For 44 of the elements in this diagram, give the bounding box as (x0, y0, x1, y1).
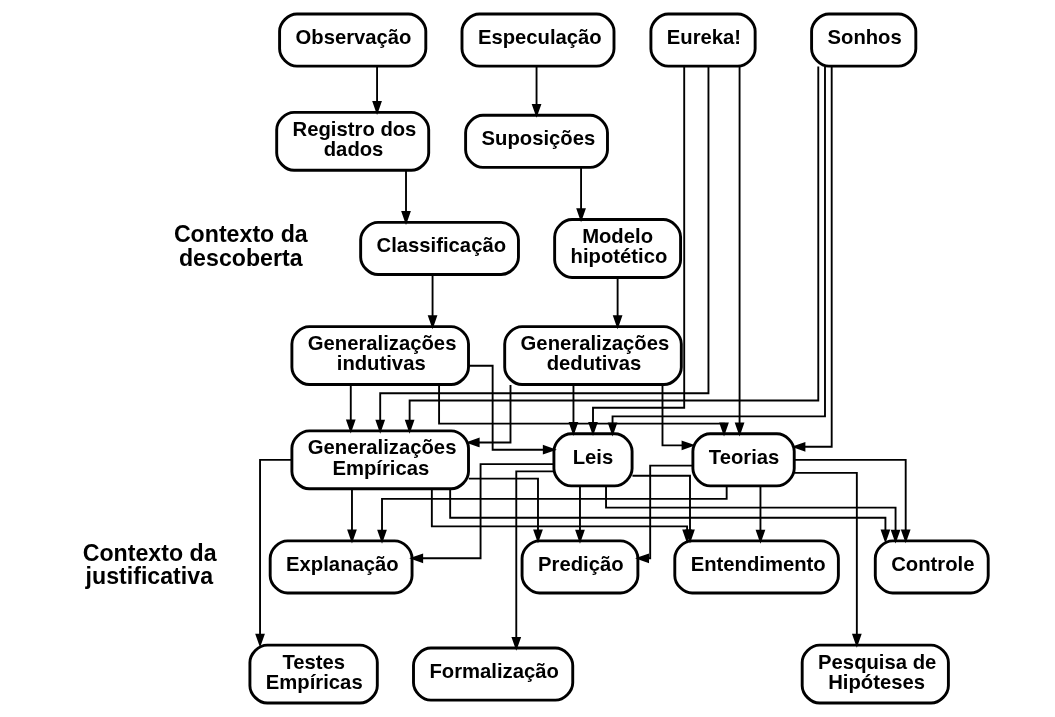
arrow (793, 458, 911, 544)
arrow (531, 65, 542, 118)
node-box: Observação (278, 12, 428, 68)
node-box: Leis (552, 432, 634, 488)
arrow (409, 463, 555, 564)
arrow (612, 276, 623, 330)
node-box: Entendimento (673, 539, 840, 595)
node-box: Predição (520, 539, 640, 595)
node-box: Modelo hipotético (553, 218, 683, 279)
node-box: Teorias (691, 432, 796, 488)
arrow (467, 364, 557, 455)
arrow (661, 384, 696, 451)
arrow (568, 383, 579, 436)
node-box: Eureka! (649, 12, 757, 68)
node-box: Testes Empíricas (248, 643, 379, 705)
arrow (465, 384, 512, 448)
arrow (791, 65, 833, 452)
arrow (575, 485, 585, 544)
node-box: Suposições (464, 113, 609, 169)
arrow (511, 470, 555, 651)
node-box: Pesquisa de Hipóteses (800, 643, 950, 705)
node-box: Generalizações dedutivas (503, 325, 683, 386)
arrow (345, 383, 356, 434)
arrow (576, 166, 586, 223)
label: Contexto da descoberta (173, 221, 308, 271)
node-box: Classificação (359, 220, 520, 276)
arrow (347, 488, 357, 544)
label: Contexto da justificativa (82, 539, 217, 590)
node-box: Registro dos dados (275, 110, 431, 172)
node-box: Controle (873, 539, 990, 595)
arrow (734, 65, 745, 437)
arrow (467, 477, 543, 544)
node-box: Explanação (268, 539, 414, 595)
node-box: Especulação (460, 12, 616, 68)
node-box: Generalizações indutivas (290, 325, 470, 386)
arrow (372, 65, 382, 115)
node-box: Formalização (412, 646, 575, 702)
node-box: Sonhos (810, 12, 918, 68)
arrow (401, 169, 411, 226)
arrow (755, 485, 766, 544)
arrow (793, 471, 862, 648)
arrow (427, 274, 438, 330)
arrow (255, 458, 293, 648)
node-box: Generalizações Empíricas (290, 429, 470, 491)
